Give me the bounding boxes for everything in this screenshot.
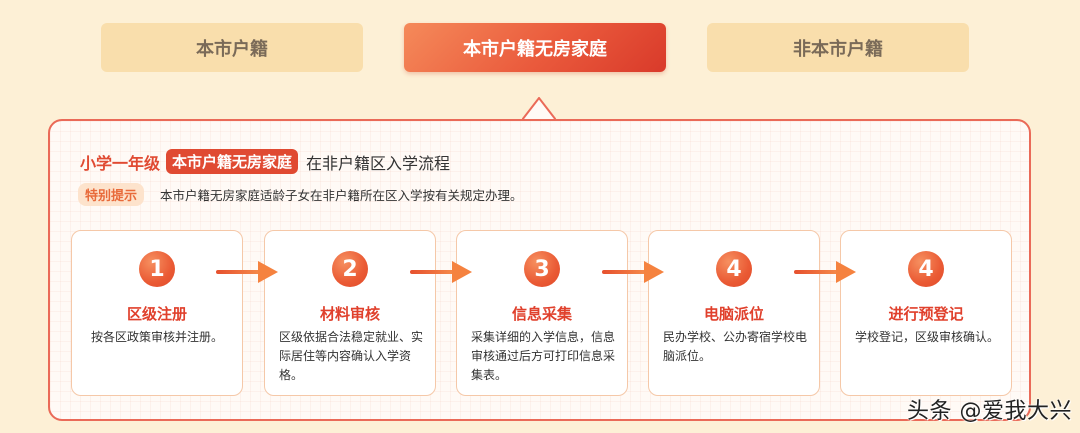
- tab-local-hukou[interactable]: 本市户籍: [101, 23, 363, 72]
- tip-badge: 特别提示: [78, 183, 145, 206]
- arrow-right-icon: [216, 261, 278, 283]
- step-card-1: 1 区级注册 按各区政策审核并注册。: [71, 230, 243, 396]
- title-badge: 本市户籍无房家庭: [166, 149, 299, 174]
- step-title: 进行预登记: [888, 305, 964, 323]
- step-number-badge: 4: [908, 251, 944, 287]
- arrow-right-icon: [410, 261, 472, 283]
- step-number-badge: 4: [716, 251, 752, 287]
- arrow-right-icon: [602, 261, 664, 283]
- step-title: 材料审核: [319, 305, 380, 323]
- title-grade: 小学一年级: [80, 153, 161, 173]
- tab-local-hukou-no-house[interactable]: 本市户籍无房家庭: [404, 23, 666, 72]
- step-number-badge: 2: [332, 251, 368, 287]
- tab-non-local-hukou[interactable]: 非本市户籍: [707, 23, 969, 72]
- step-desc: 区级依据合法稳定就业、实际居住等内容确认入学资格。: [279, 330, 424, 382]
- panel-title: 小学一年级 本市户籍无房家庭 在非户籍区入学流程: [80, 149, 450, 174]
- arrow-right-icon: [794, 261, 856, 283]
- step-card-3: 3 信息采集 采集详细的入学信息，信息审核通过后方可打印信息采集表。: [456, 230, 628, 396]
- watermark: 头条 @爱我大兴: [907, 399, 1072, 424]
- step-card-4: 4 电脑派位 民办学校、公办寄宿学校电脑派位。: [648, 230, 820, 396]
- title-text: 在非户籍区入学流程: [306, 153, 451, 173]
- step-desc: 学校登记，区级审核确认。: [855, 330, 1000, 344]
- tip-text: 本市户籍无房家庭适龄子女在非户籍所在区入学按有关规定办理。: [160, 188, 523, 203]
- step-title: 信息采集: [511, 305, 572, 323]
- step-number-badge: 1: [139, 251, 175, 287]
- step-desc: 民办学校、公办寄宿学校电脑派位。: [663, 330, 808, 363]
- step-card-5: 4 进行预登记 学校登记，区级审核确认。: [840, 230, 1012, 396]
- step-desc: 按各区政策审核并注册。: [90, 330, 223, 344]
- step-title: 电脑派位: [703, 305, 764, 323]
- tab-bar: 本市户籍 本市户籍无房家庭 非本市户籍: [0, 23, 1080, 72]
- step-card-2: 2 材料审核 区级依据合法稳定就业、实际居住等内容确认入学资格。: [264, 230, 436, 396]
- special-tip: 特别提示 本市户籍无房家庭适龄子女在非户籍所在区入学按有关规定办理。: [78, 183, 523, 206]
- step-number-badge: 3: [524, 251, 560, 287]
- tab-pointer-icon: [522, 97, 556, 121]
- step-title: 区级注册: [126, 305, 187, 323]
- step-desc: 采集详细的入学信息，信息审核通过后方可打印信息采集表。: [471, 330, 616, 382]
- process-panel: 小学一年级 本市户籍无房家庭 在非户籍区入学流程 特别提示 本市户籍无房家庭适龄…: [48, 119, 1031, 421]
